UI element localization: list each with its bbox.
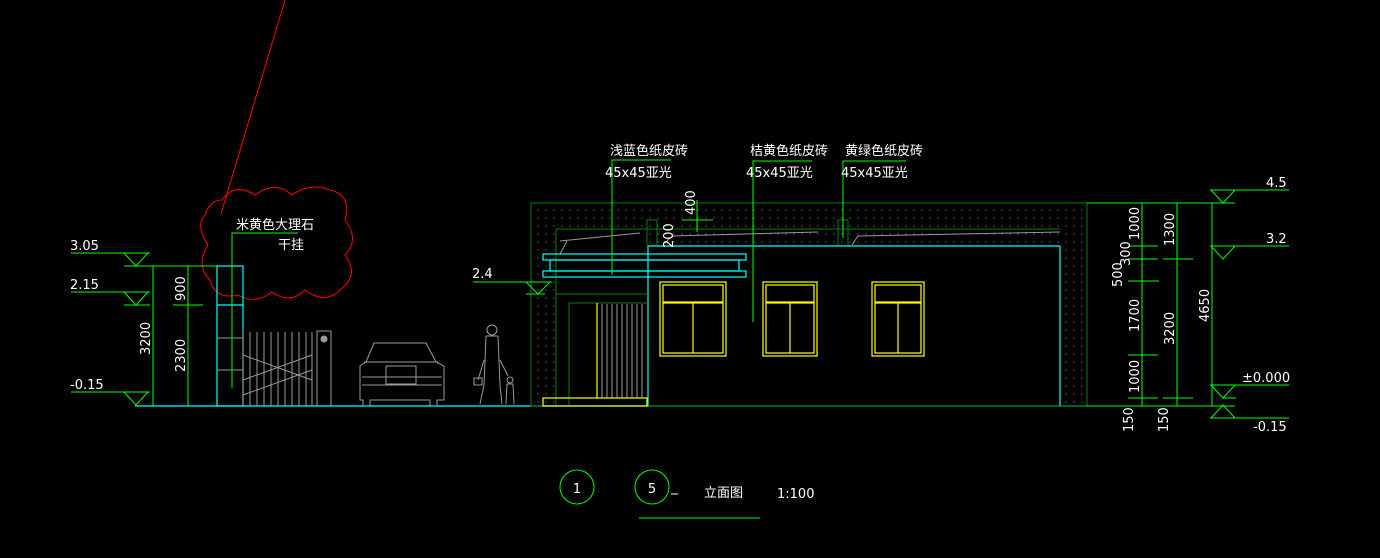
dim-200: 200: [662, 223, 677, 248]
level-2-4: 2.4: [472, 267, 493, 282]
dim-1000-top: 1000: [1128, 207, 1143, 240]
level-3-2: 3.2: [1266, 232, 1287, 247]
left-level-markers: [71, 252, 218, 406]
gate-pillar: [216, 265, 244, 407]
dim-400: 400: [684, 190, 699, 215]
material-2-name: 桔黄色纸皮砖: [750, 143, 828, 159]
level-4-5: 4.5: [1266, 176, 1287, 191]
dim-3200-left: 3200: [139, 322, 154, 355]
material-leader-2: [752, 160, 812, 322]
right-dimension-lines: [1087, 189, 1289, 419]
level-minus-0-15-left: -0.15: [70, 378, 104, 393]
window-1: [659, 281, 727, 357]
material-1-name: 浅蓝色纸皮砖: [610, 143, 688, 159]
dim-1000-bottom: 1000: [1128, 360, 1143, 393]
level-minus-0-15-right: -0.15: [1253, 420, 1287, 435]
entrance-canopy: [542, 253, 747, 278]
level-3-05: 3.05: [70, 239, 99, 254]
dim-150-a: 150: [1122, 407, 1137, 432]
tile-cladding-frame: [531, 203, 1087, 406]
axis-label-1: 1: [573, 482, 581, 497]
dim-300: 300: [1119, 241, 1134, 266]
material-leader-3: [842, 160, 906, 238]
retractable-gate: [242, 330, 332, 407]
axis-bubble-1: [559, 469, 595, 505]
gate-note-material: 米黄色大理石: [236, 217, 314, 233]
gate-note-method: 干挂: [278, 238, 304, 253]
drawing-scale: 1:100: [777, 487, 814, 502]
dim-900: 900: [174, 276, 189, 301]
car-silhouette: [359, 342, 445, 407]
material-3-name: 黄绿色纸皮砖: [845, 143, 923, 159]
material-2-spec: 45x45亚光: [746, 166, 813, 181]
dim-150-b: 150: [1157, 407, 1172, 432]
axis-label-5: 5: [648, 482, 656, 497]
material-3-spec: 45x45亚光: [841, 166, 908, 181]
revision-leader-line: [220, 0, 286, 215]
axis-bubble-5: [634, 469, 670, 505]
dim-500: 500: [1111, 262, 1126, 287]
material-1-spec: 45x45亚光: [605, 166, 672, 181]
level-0-000: ±0.000: [1242, 371, 1290, 386]
gate-note-leader: [231, 232, 298, 388]
dim-3200-right: 3200: [1163, 312, 1178, 345]
dim-1300: 1300: [1163, 213, 1178, 246]
revision-cloud: [200, 186, 353, 300]
window-3: [871, 281, 925, 357]
material-leader-1: [611, 159, 671, 275]
level-2-15: 2.15: [70, 278, 99, 293]
dim-1700: 1700: [1128, 299, 1143, 332]
pedestrian-figures: [473, 324, 515, 405]
entrance-door: [542, 293, 648, 407]
drawing-title: 立面图: [704, 486, 743, 501]
dim-4650: 4650: [1198, 289, 1213, 322]
dim-2300: 2300: [174, 339, 189, 372]
window-2: [762, 281, 818, 357]
